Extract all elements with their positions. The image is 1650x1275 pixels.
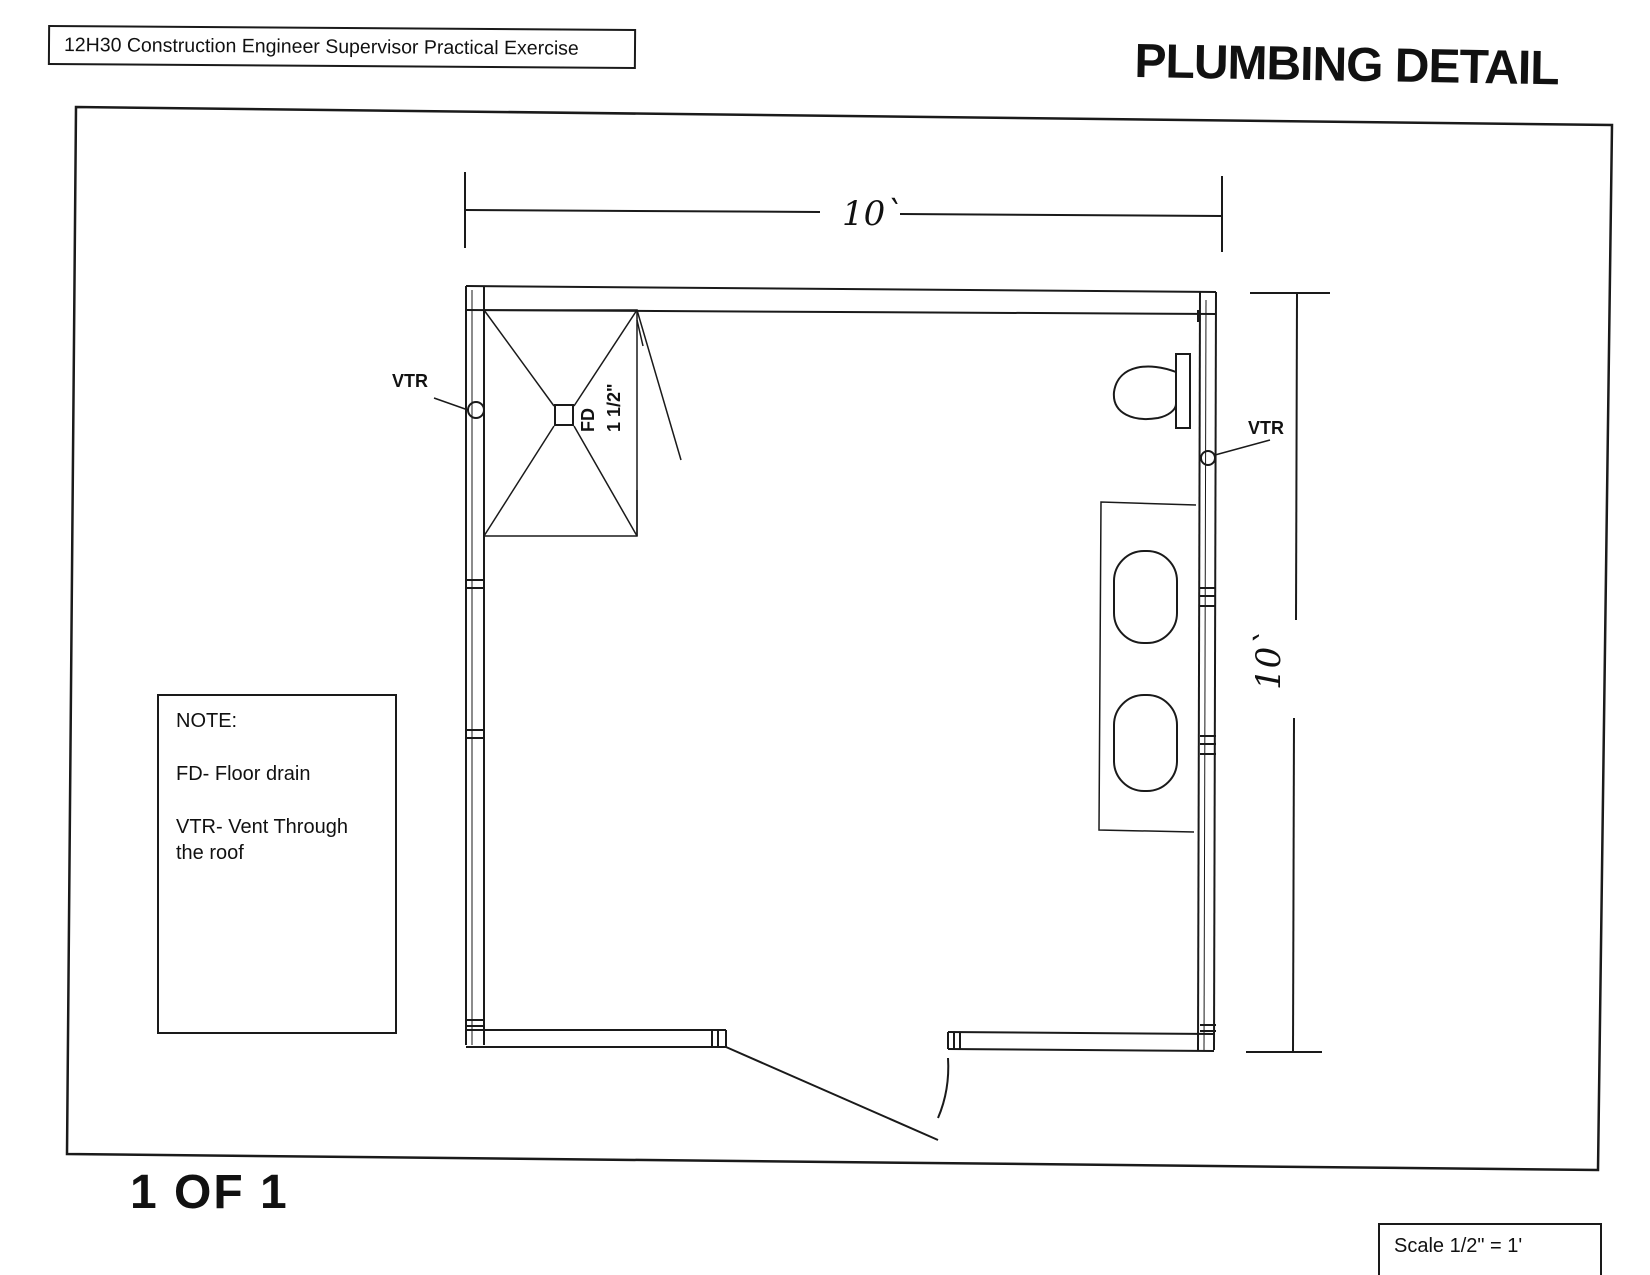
room-walls: [465, 285, 1217, 1052]
floor-drain-label: FD: [578, 408, 598, 432]
note-line-vtr: VTR- Vent Through the roof: [176, 816, 348, 864]
note-line-fd: FD- Floor drain: [176, 763, 311, 785]
height-dimension: [1246, 292, 1330, 1053]
vtr-left-label: VTR: [392, 371, 428, 391]
width-dimension-label: 10`: [842, 194, 902, 234]
height-dimension-label: 10`: [1249, 630, 1289, 690]
toilet-icon: [1112, 353, 1191, 429]
sink-icon-lower: [1113, 694, 1178, 792]
width-dimension: [464, 172, 1223, 252]
vanity-counter: [1098, 501, 1197, 833]
scale-label: Scale 1/2" = 1': [1394, 1235, 1523, 1257]
sheet-number: 1 OF 1: [130, 1166, 289, 1219]
drawing-frame: [65, 105, 1614, 1172]
vtr-left-leader: [433, 397, 469, 411]
vtr-right-label: VTR: [1248, 418, 1284, 438]
sink-icon-upper: [1113, 550, 1178, 644]
floor-drain-icon: [554, 404, 574, 426]
vtr-right-icon: [1200, 450, 1216, 466]
shower-stall: [483, 309, 682, 537]
scale-box: Scale 1/2" = 1': [1378, 1223, 1602, 1275]
floor-drain-size: 1 1/2": [604, 383, 624, 432]
note-box: NOTE: FD- Floor drain VTR- Vent Through …: [157, 694, 397, 1034]
vtr-right-leader: [1214, 439, 1271, 456]
vtr-left-icon: [467, 401, 485, 419]
note-heading: NOTE:: [176, 710, 238, 732]
door-swing: [725, 1046, 950, 1141]
